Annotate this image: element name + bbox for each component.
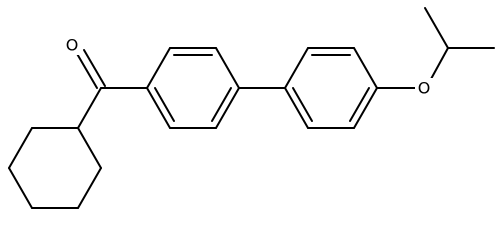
carbonyl-double-bond (83, 49, 106, 87)
carbonyl-double-bond (75, 51, 98, 89)
aromatic-inner-bond (154, 87, 175, 122)
bond (146, 47, 171, 89)
aromatic-inner-bond (349, 87, 370, 122)
isopropoxy-group (376, 7, 495, 89)
bond (77, 87, 102, 129)
bond (284, 47, 309, 89)
bond (77, 167, 102, 209)
aromatic-inner-bond (211, 87, 232, 122)
atom-o-ether: O (415, 78, 433, 98)
oxygen-label: O (418, 79, 431, 98)
bond (353, 87, 378, 129)
bond (353, 47, 378, 89)
bond (77, 127, 102, 169)
ketone-group (75, 49, 148, 129)
bond (146, 87, 171, 129)
bond (284, 87, 309, 129)
benzene-ring-a (146, 47, 240, 129)
bond (424, 7, 449, 49)
benzene-ring-b (284, 47, 378, 129)
bond (430, 47, 449, 80)
bond (8, 167, 33, 209)
atom-o-carbonyl: O (63, 35, 81, 55)
cyclohexane-ring (8, 127, 102, 209)
bond (8, 127, 33, 169)
aromatic-inner-bond (292, 87, 313, 122)
chemical-structure: O O (8, 7, 495, 209)
bond (215, 87, 240, 129)
oxygen-label: O (66, 36, 79, 55)
bond (215, 47, 240, 89)
